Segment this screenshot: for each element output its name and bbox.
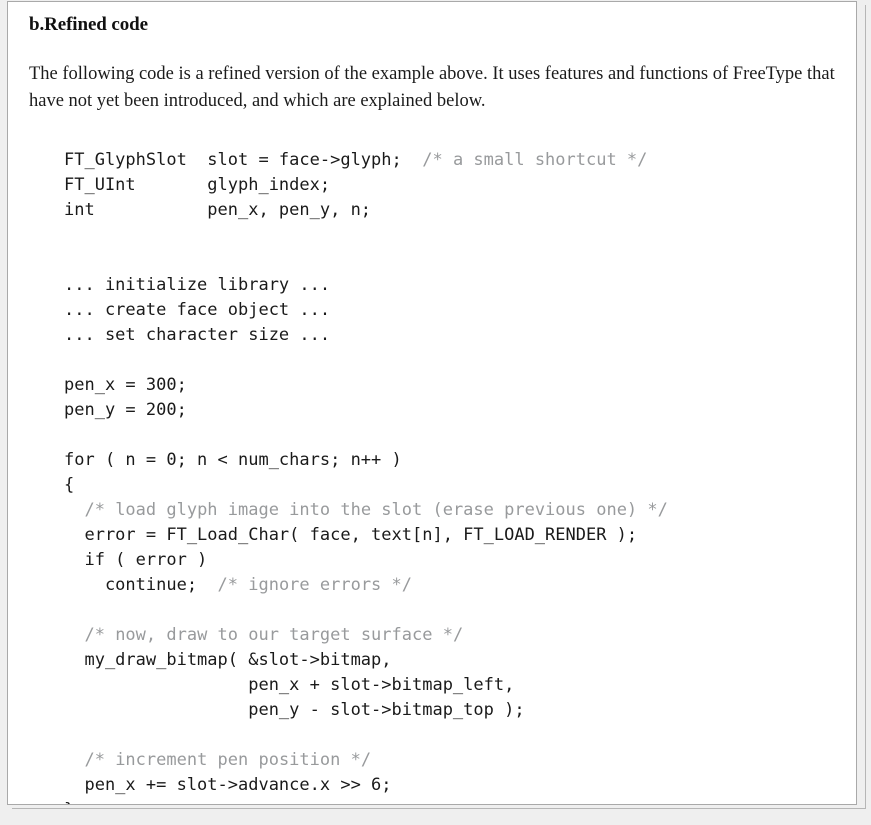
- code-token: {: [64, 475, 75, 495]
- code-line: FT_UInt glyph_index;: [64, 173, 668, 198]
- code-token: my_draw_bitmap( &slot->bitmap,: [64, 650, 392, 670]
- code-token: [64, 625, 84, 645]
- page-title: b.Refined code: [29, 14, 148, 35]
- code-line: [64, 348, 668, 373]
- code-comment: /* ignore errors */: [217, 575, 412, 595]
- code-line: error = FT_Load_Char( face, text[n], FT_…: [64, 523, 668, 548]
- code-line: continue; /* ignore errors */: [64, 573, 668, 598]
- code-comment: /* now, draw to our target surface */: [84, 625, 464, 645]
- code-token: error = FT_Load_Char( face, text[n], FT_…: [64, 525, 638, 545]
- code-token: }: [64, 800, 74, 804]
- code-comment: /* load glyph image into the slot (erase…: [84, 500, 668, 520]
- code-token: ... create face object ...: [64, 300, 331, 320]
- code-line: my_draw_bitmap( &slot->bitmap,: [64, 648, 668, 673]
- code-line: pen_x = 300;: [64, 373, 668, 398]
- code-token: pen_y - slot->bitmap_top );: [64, 700, 525, 720]
- code-comment: /* increment pen position */: [84, 750, 372, 770]
- code-line: [64, 223, 668, 248]
- code-line: {: [64, 473, 668, 498]
- code-token: [64, 750, 84, 770]
- code-token: FT_UInt glyph_index;: [64, 175, 331, 195]
- code-token: ... set character size ...: [64, 325, 331, 345]
- code-comment: /* a small shortcut */: [422, 150, 648, 170]
- document-card: b.Refined code The following code is a r…: [7, 1, 857, 805]
- code-line: /* now, draw to our target surface */: [64, 623, 668, 648]
- code-token: pen_x += slot->advance.x >> 6;: [64, 775, 392, 795]
- code-block: FT_GlyphSlot slot = face->glyph; /* a sm…: [64, 148, 668, 804]
- code-line: [64, 248, 668, 273]
- code-token: ... initialize library ...: [64, 275, 331, 295]
- code-line: /* load glyph image into the slot (erase…: [64, 498, 668, 523]
- code-line: [64, 723, 668, 748]
- code-line: /* increment pen position */: [64, 748, 668, 773]
- code-line: pen_y = 200;: [64, 398, 668, 423]
- document-card-inner: b.Refined code The following code is a r…: [8, 2, 856, 804]
- code-token: FT_GlyphSlot slot = face->glyph;: [64, 150, 423, 170]
- code-line: pen_x + slot->bitmap_left,: [64, 673, 668, 698]
- card-drop-shadow: [12, 5, 866, 809]
- code-token: for ( n = 0; n < num_chars; n++ ): [64, 450, 402, 470]
- code-line: ... set character size ...: [64, 323, 668, 348]
- code-line: int pen_x, pen_y, n;: [64, 198, 668, 223]
- code-line: pen_x += slot->advance.x >> 6;: [64, 773, 668, 798]
- code-line: [64, 423, 668, 448]
- code-line: for ( n = 0; n < num_chars; n++ ): [64, 448, 668, 473]
- code-token: continue;: [64, 575, 218, 595]
- code-token: pen_x = 300;: [64, 375, 187, 395]
- code-line: FT_GlyphSlot slot = face->glyph; /* a sm…: [64, 148, 668, 173]
- code-line: }: [64, 798, 668, 804]
- code-token: int pen_x, pen_y, n;: [64, 200, 372, 220]
- code-token: if ( error ): [64, 550, 208, 570]
- code-line: [64, 598, 668, 623]
- code-line: ... initialize library ...: [64, 273, 668, 298]
- code-line: pen_y - slot->bitmap_top );: [64, 698, 668, 723]
- code-line: if ( error ): [64, 548, 668, 573]
- intro-paragraph: The following code is a refined version …: [29, 64, 835, 111]
- code-token: [64, 500, 84, 520]
- code-token: pen_x + slot->bitmap_left,: [64, 675, 515, 695]
- code-token: pen_y = 200;: [64, 400, 187, 420]
- code-line: ... create face object ...: [64, 298, 668, 323]
